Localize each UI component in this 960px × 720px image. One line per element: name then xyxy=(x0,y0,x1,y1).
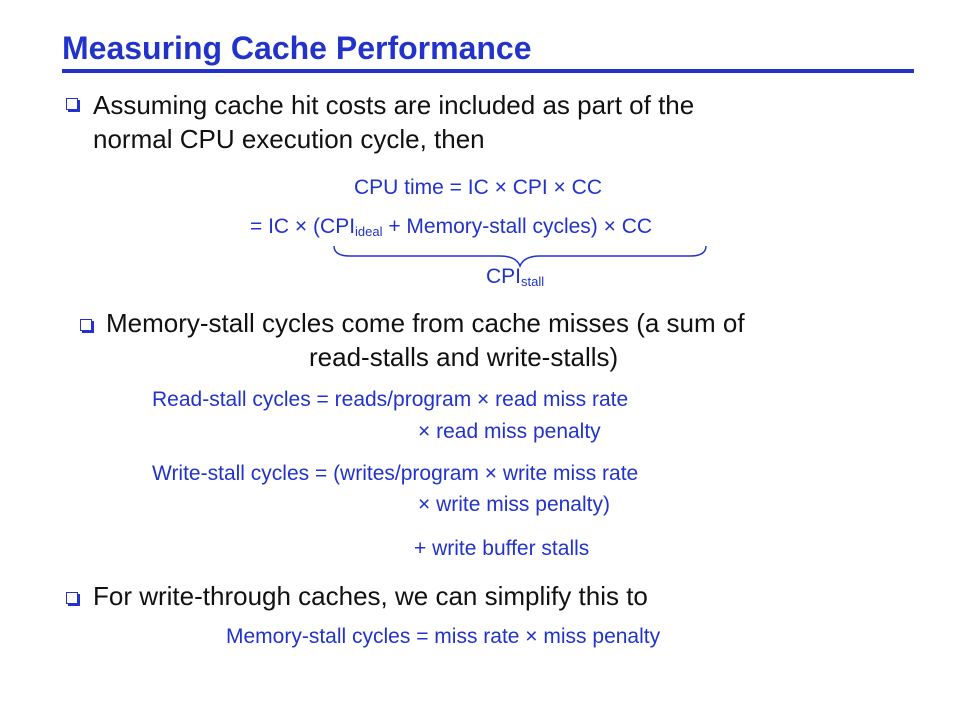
read-stall-line1: Read-stall cycles = reads/program × read… xyxy=(152,388,629,411)
square-bullet-icon xyxy=(66,98,78,110)
bullet-memory-stall: Memory-stall cycles come from cache miss… xyxy=(106,306,906,374)
cpi-stall-main: CPI xyxy=(486,265,522,288)
square-bullet-icon xyxy=(80,319,92,331)
bullet-assuming-line2: normal CPU execution cycle, then xyxy=(93,124,485,154)
eq2-suffix: + Memory-stall cycles) × CC xyxy=(382,215,653,238)
cpi-stall-subscript: stall xyxy=(521,274,545,289)
bullet-write-through: For write-through caches, we can simplif… xyxy=(93,581,648,611)
title-underline xyxy=(62,69,914,73)
cpi-stall-label: CPIstall xyxy=(486,265,544,289)
memory-stall-simplified-equation: Memory-stall cycles = miss rate × miss p… xyxy=(226,625,661,648)
bullet-assuming-line1: Assuming cache hit costs are included as… xyxy=(93,90,695,120)
read-stall-line2: × read miss penalty xyxy=(418,420,601,443)
eq2-ideal-subscript: ideal xyxy=(355,224,383,239)
cpu-time-expanded-equation: = IC × (CPIideal + Memory-stall cycles) … xyxy=(250,215,652,239)
bullet-assuming: Assuming cache hit costs are included as… xyxy=(93,88,694,156)
square-bullet-icon xyxy=(66,592,78,604)
write-stall-line2: × write miss penalty) xyxy=(418,493,610,516)
bullet-memory-stall-line2: read-stalls and write-stalls) xyxy=(309,342,619,372)
slide-title: Measuring Cache Performance xyxy=(62,30,532,66)
bullet-memory-stall-line1: Memory-stall cycles come from cache miss… xyxy=(106,308,745,338)
write-stall-line1: Write-stall cycles = (writes/program × w… xyxy=(152,462,639,485)
eq2-prefix: = IC × (CPI xyxy=(250,215,356,238)
write-stall-line3: + write buffer stalls xyxy=(414,537,590,560)
underbrace xyxy=(333,245,707,268)
cpu-time-equation: CPU time = IC × CPI × CC xyxy=(354,176,602,199)
